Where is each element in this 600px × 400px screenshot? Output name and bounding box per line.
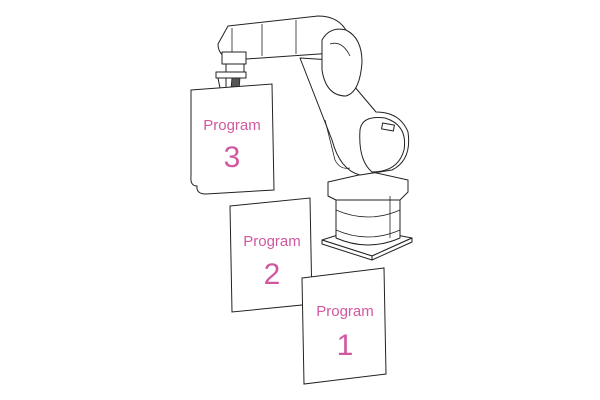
program-sheet-2: Program 2 <box>229 197 313 313</box>
robot-base <box>321 171 413 261</box>
program-sheet-3: Program 3 <box>190 83 275 195</box>
sheet-3-label: Program <box>203 117 261 134</box>
sheet-3-number: 3 <box>224 141 241 174</box>
robot-upper-arm <box>217 15 363 97</box>
sheet-1-label: Program <box>316 303 374 320</box>
sheet-2-number: 2 <box>264 258 281 291</box>
sheet-1-number: 1 <box>337 329 354 362</box>
sheet-2-label: Program <box>243 233 301 250</box>
program-sheet-1: Program 1 <box>301 267 387 385</box>
robot-lower-arm <box>299 57 410 176</box>
